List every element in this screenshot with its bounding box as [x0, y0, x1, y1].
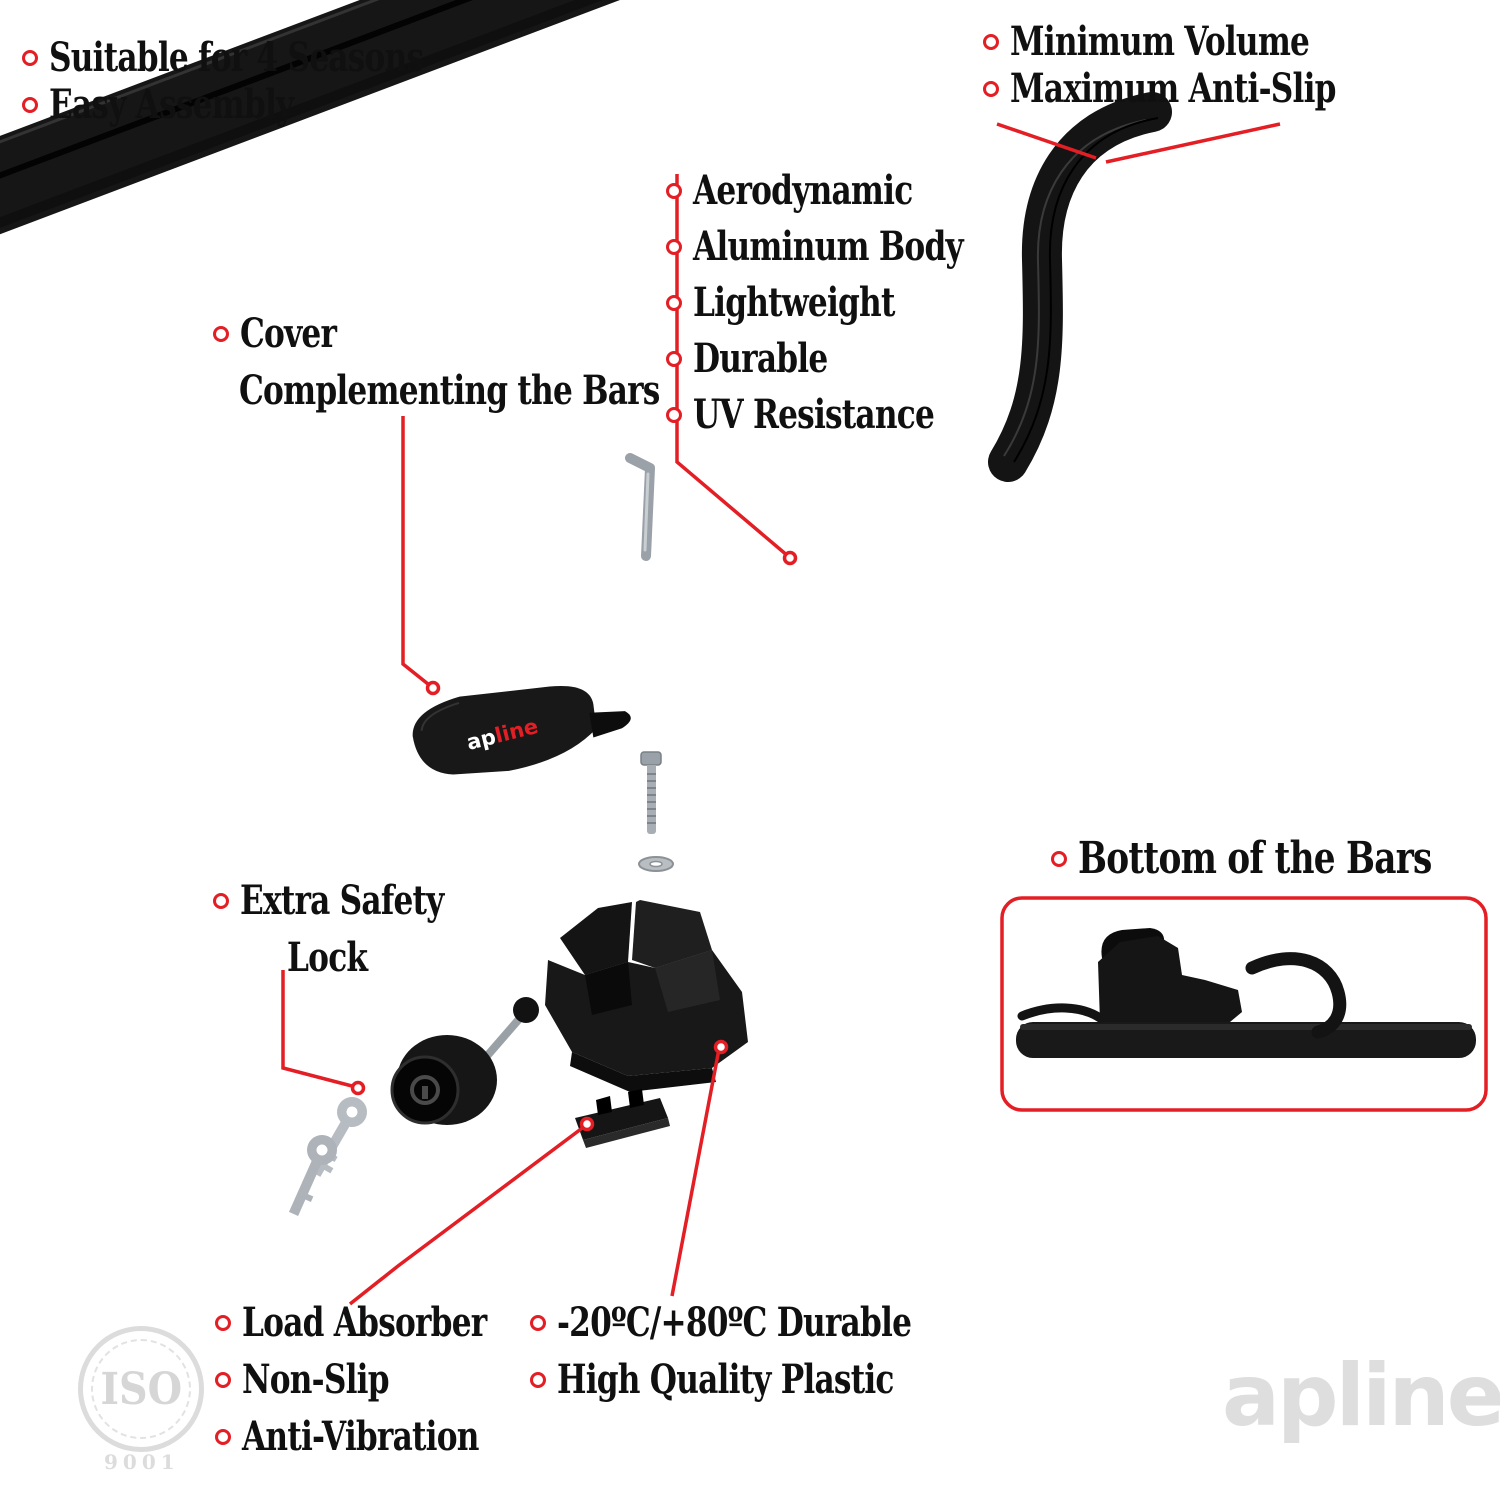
feature-label: Maximum Anti-Slip — [1010, 65, 1336, 112]
bolt — [640, 751, 662, 834]
feature-label: Bottom of the Bars — [1078, 833, 1432, 884]
callout-line-lock — [281, 970, 353, 1088]
feature-uv-resistance: UV Resistance — [666, 391, 1002, 438]
feature-label: Aerodynamic — [693, 167, 913, 214]
iso-badge-title: ISO — [100, 1363, 182, 1415]
washer — [638, 856, 674, 872]
feature-label: Load Absorber — [242, 1299, 487, 1346]
bullet-ring-icon — [530, 1371, 546, 1388]
safety-lock — [390, 997, 539, 1125]
bullet-ring-icon — [983, 80, 999, 97]
bullet-ring-icon — [215, 1314, 231, 1331]
feature-high-quality-plastic: High Quality Plastic — [530, 1356, 989, 1403]
safety-label-line2: Lock — [287, 934, 368, 981]
cover-logo: apline — [464, 714, 540, 755]
callout-line-minvolume — [996, 122, 1097, 160]
feature-label: High Quality Plastic — [557, 1356, 894, 1403]
feature-label: Minimum Volume — [1010, 18, 1310, 65]
bullet-ring-icon — [1051, 850, 1067, 867]
bullet-ring-icon — [213, 892, 229, 909]
callout-lines — [281, 122, 1281, 1306]
bullet-ring-icon — [666, 182, 682, 199]
feature-non-slip: Non-Slip — [215, 1356, 430, 1403]
feature-maximum-antislip: Maximum Anti-Slip — [983, 65, 1428, 112]
feature-aerodynamic: Aerodynamic — [666, 167, 974, 214]
feature-label: Non-Slip — [242, 1356, 390, 1403]
bullet-ring-icon — [666, 238, 682, 255]
callout-dots — [350, 550, 798, 1132]
feature-label: -20ºC/+80ºC Durable — [557, 1299, 912, 1346]
rubber-strip — [988, 92, 1172, 482]
brand-watermark: apline — [1222, 1346, 1500, 1446]
feature-label: Suitable for 4 Seasons — [49, 34, 424, 81]
callout-line-antislip — [1105, 122, 1281, 164]
iso-badge: ISO — [78, 1326, 204, 1452]
crossbar — [0, 0, 1337, 303]
load-absorber-pad — [575, 1089, 670, 1148]
feature-label: Easy Assembly — [49, 81, 294, 128]
iso-badge-subtitle: 9001 — [104, 1450, 180, 1474]
feature-durable: Durable — [666, 335, 865, 382]
bullet-ring-icon — [215, 1371, 231, 1388]
feature-label: Aluminum Body — [693, 223, 964, 270]
keys — [288, 1097, 367, 1216]
callout-line-bar-features — [675, 174, 790, 558]
feature-suitable-seasons: Suitable for 4 Seasons — [22, 34, 529, 81]
feature-load-absorber: Load Absorber — [215, 1299, 555, 1346]
callout-line-cover — [401, 416, 430, 686]
callout-line-plastic — [670, 1048, 721, 1297]
cover-label-line2: Complementing the Bars — [239, 367, 660, 414]
safety-label-line1: Extra Safety — [213, 877, 501, 924]
feature-minimum-volume: Minimum Volume — [983, 18, 1394, 65]
bullet-ring-icon — [22, 96, 38, 113]
feature-aluminum-body: Aluminum Body — [666, 223, 1039, 270]
cover-cap: apline — [412, 685, 631, 775]
feature-label: Durable — [693, 335, 828, 382]
feature-label: UV Resistance — [693, 391, 935, 438]
bullet-ring-icon — [983, 33, 999, 50]
feature-label: Extra Safety — [240, 877, 444, 924]
bullet-ring-icon — [530, 1314, 546, 1331]
bullet-ring-icon — [666, 350, 682, 367]
feature-anti-vibration: Anti-Vibration — [215, 1413, 545, 1460]
bullet-ring-icon — [666, 406, 682, 423]
bullet-ring-icon — [213, 325, 229, 342]
allen-key — [625, 453, 655, 561]
bottom-view-box — [1000, 896, 1488, 1112]
feature-label: Lightweight — [693, 279, 895, 326]
bottom-view-label: Bottom of the Bars — [1051, 833, 1500, 884]
feature-temperature-durable: -20ºC/+80ºC Durable — [530, 1299, 1011, 1346]
foot-bracket — [545, 900, 748, 1092]
callout-line-load-absorber — [348, 1124, 587, 1306]
feature-label: Anti-Vibration — [242, 1413, 479, 1460]
bullet-ring-icon — [666, 294, 682, 311]
bullet-ring-icon — [22, 49, 38, 66]
feature-easy-assembly: Easy Assembly — [22, 81, 362, 128]
feature-lightweight: Lightweight — [666, 279, 951, 326]
bullet-ring-icon — [215, 1428, 231, 1445]
cover-label-line1: Cover — [213, 310, 363, 357]
feature-label: Cover — [240, 310, 337, 357]
iso-badge-ring: ISO — [91, 1339, 191, 1439]
